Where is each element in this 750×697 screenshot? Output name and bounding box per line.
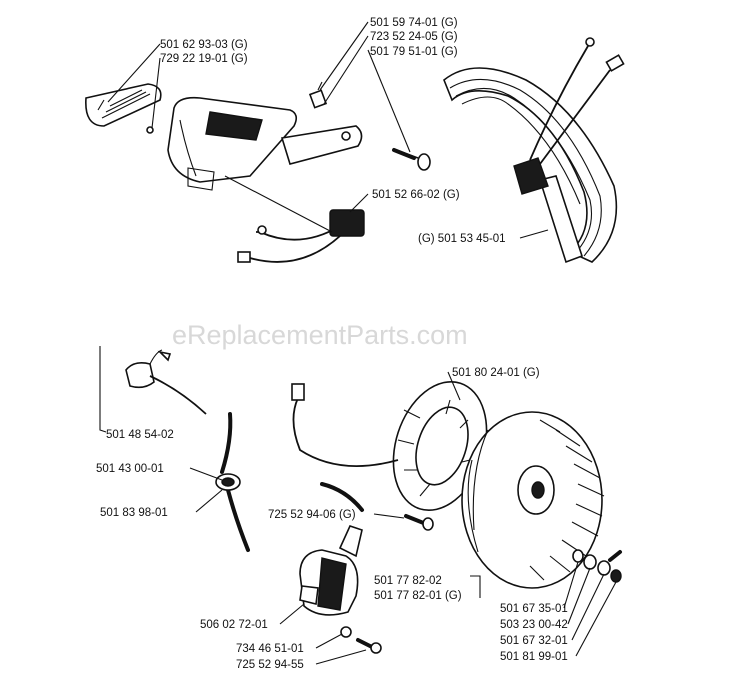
washer-bolt-part (340, 626, 382, 654)
part-label: 729 22 19-01 (G) (160, 53, 248, 65)
part-label: 501 59 74-01 (G) (370, 17, 458, 29)
part-label: 501 48 54-02 (106, 429, 174, 441)
handle-bar-part (443, 37, 625, 264)
part-label: 501 77 82-01 (G) (374, 590, 462, 602)
part-label: 501 81 99-01 (500, 651, 568, 663)
screw-top-part (308, 81, 328, 109)
part-label: 501 83 98-01 (100, 507, 168, 519)
part-labels: 501 62 93-03 (G) 729 22 19-01 (G) 501 59… (96, 17, 568, 671)
ignition-coil-part (299, 525, 363, 616)
nut-washer-stack-part (572, 549, 622, 583)
housing-cover-part (167, 96, 363, 191)
part-label: 725 52 94-06 (G) (268, 509, 356, 521)
stator-ring-part (291, 380, 488, 512)
switch-plate-part (85, 83, 162, 134)
part-label: (G) 501 53 45-01 (418, 233, 506, 245)
part-label: 734 46 51-01 (236, 643, 304, 655)
part-label: 501 67 32-01 (500, 635, 568, 647)
part-label: 501 62 93-03 (G) (160, 39, 248, 51)
part-label: 501 52 66-02 (G) (372, 189, 460, 201)
bolt-top-part (392, 148, 431, 171)
leader-lines (99, 21, 617, 665)
watermark: eReplacementParts.com (172, 320, 468, 350)
part-label: 723 52 24-05 (G) (370, 31, 458, 43)
wire-harness-part (215, 412, 250, 552)
sensor-part (125, 349, 207, 415)
part-label: 725 52 94-55 (236, 659, 304, 671)
part-label: 506 02 72-01 (200, 619, 268, 631)
screw-center-part (320, 482, 434, 531)
part-label: 501 43 00-01 (96, 463, 164, 475)
part-label: 501 77 82-02 (374, 575, 442, 587)
switch-wires-part (237, 209, 365, 263)
part-label: 501 79 51-01 (G) (370, 46, 458, 58)
flywheel-part (461, 411, 605, 589)
part-label: 503 23 00-42 (500, 619, 568, 631)
part-label: 501 67 35-01 (500, 603, 568, 615)
part-label: 501 80 24-01 (G) (452, 367, 540, 379)
